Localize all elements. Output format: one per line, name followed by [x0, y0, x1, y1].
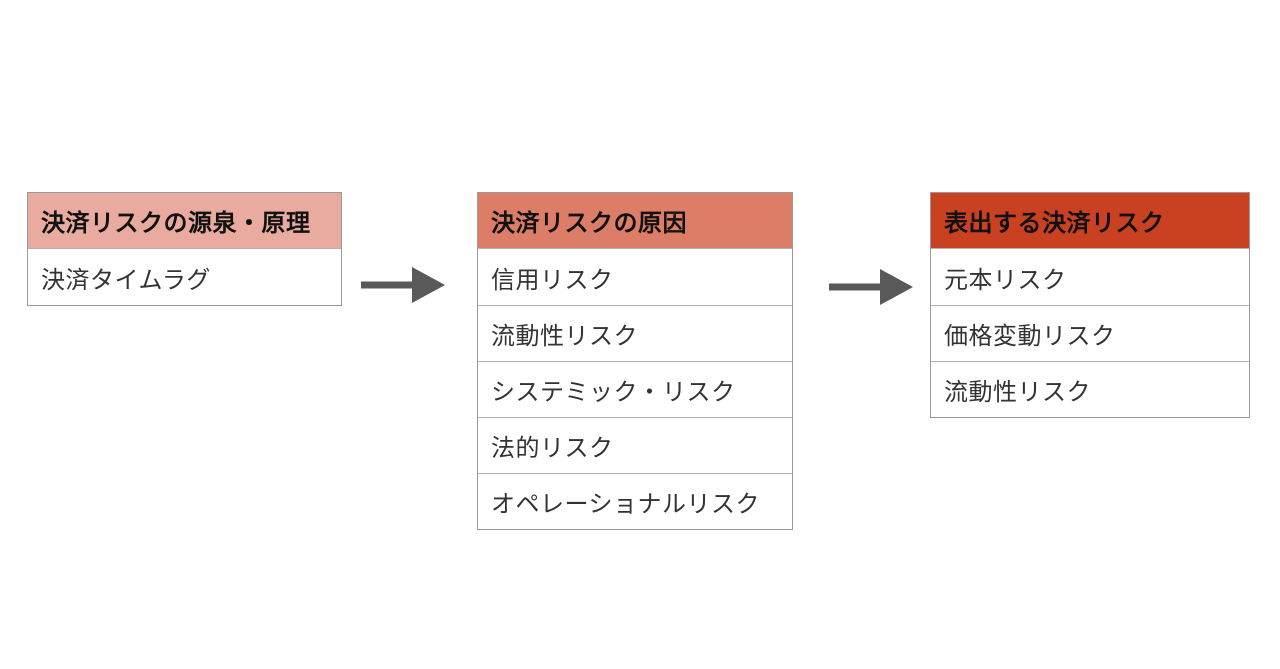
box-row: 元本リスク — [931, 249, 1249, 305]
box-row: 価格変動リスク — [931, 305, 1249, 361]
box-row: オペレーショナルリスク — [478, 473, 792, 529]
right-arrow-icon — [360, 264, 446, 306]
box-row: システミック・リスク — [478, 361, 792, 417]
box-settlement-risk-causes: 決済リスクの原因 信用リスク 流動性リスク システミック・リスク 法的リスク オ… — [477, 192, 793, 530]
right-arrow-icon — [828, 266, 914, 308]
box-title: 決済リスクの原因 — [478, 193, 792, 249]
box-row: 流動性リスク — [931, 361, 1249, 417]
box-title: 表出する決済リスク — [931, 193, 1249, 249]
box-settlement-risk-source: 決済リスクの源泉・原理 決済タイムラグ — [27, 192, 342, 306]
box-row: 法的リスク — [478, 417, 792, 473]
box-title: 決済リスクの源泉・原理 — [28, 193, 341, 249]
box-manifested-settlement-risks: 表出する決済リスク 元本リスク 価格変動リスク 流動性リスク — [930, 192, 1250, 418]
box-row: 流動性リスク — [478, 305, 792, 361]
box-row: 決済タイムラグ — [28, 249, 341, 305]
box-row: 信用リスク — [478, 249, 792, 305]
